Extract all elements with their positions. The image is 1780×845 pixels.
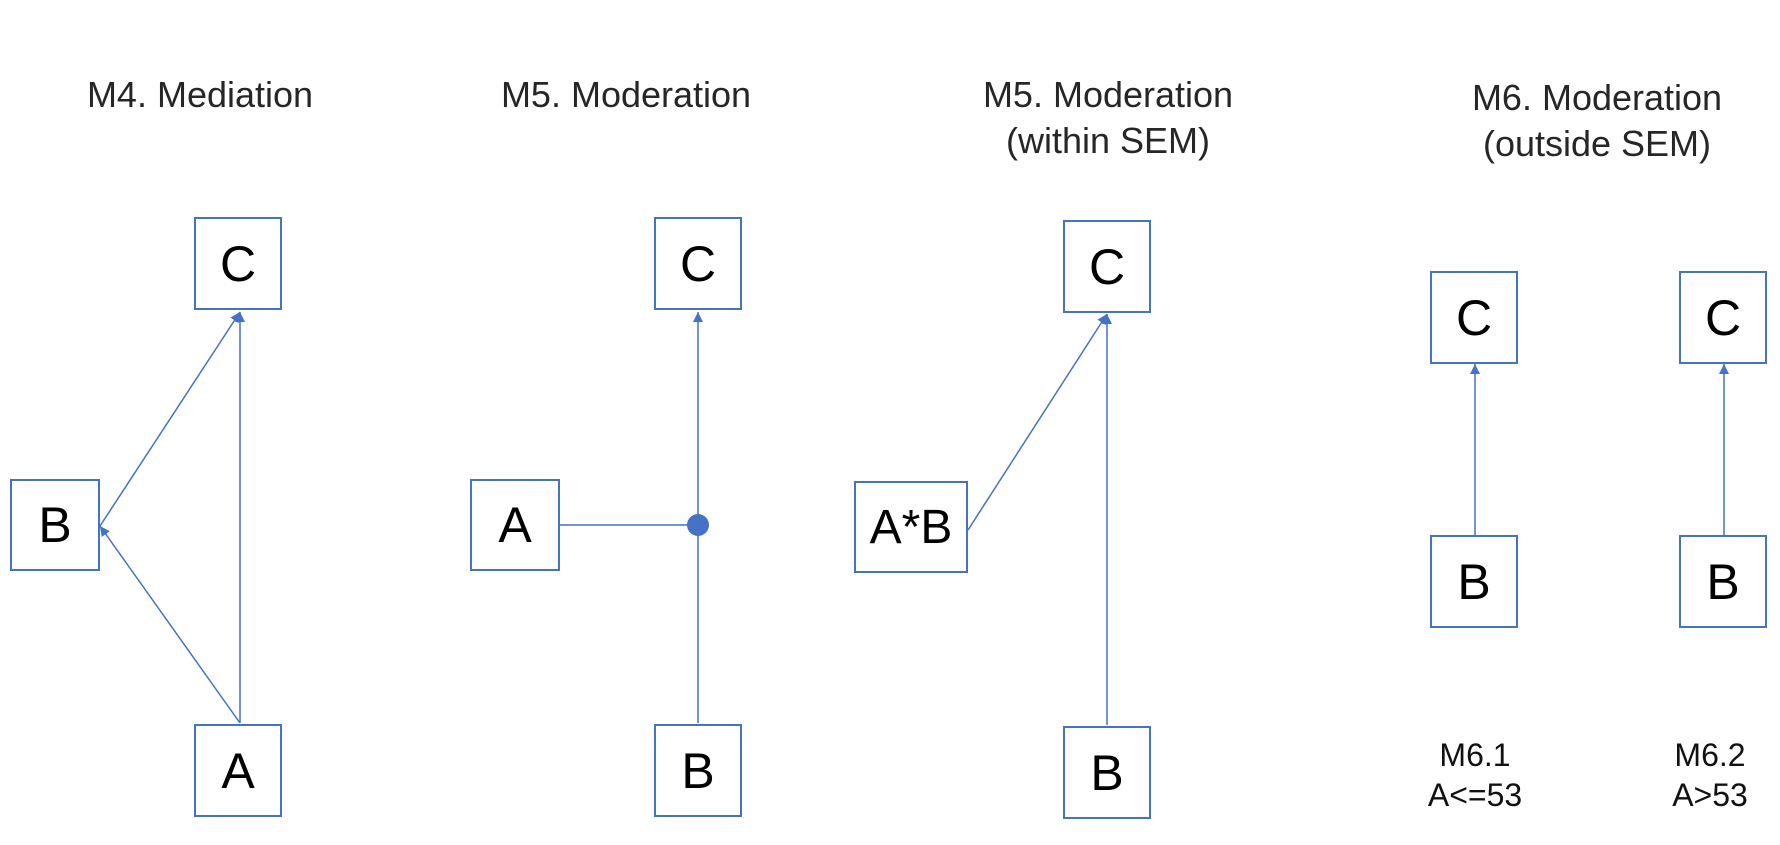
- m4-node-c: C: [194, 217, 282, 310]
- m6-title-line-1: M6. Moderation: [1471, 77, 1723, 118]
- m5-node-a: A: [470, 479, 560, 571]
- m6-title-line-2: (outside SEM): [1482, 123, 1712, 164]
- m6-1-caption-line-2: A<=53: [1427, 777, 1523, 813]
- m6-1-node-c: C: [1430, 271, 1518, 364]
- m4-edge-b-to-c: [99, 311, 241, 527]
- m5-sem-node-ab: A*B: [854, 481, 968, 573]
- m6-2-caption-line-1: M6.2: [1674, 737, 1746, 773]
- m6-2-caption: M6.2 A>53: [1645, 735, 1775, 815]
- m5-title: M5. Moderation: [466, 72, 786, 118]
- m6-1-caption-line-1: M6.1: [1439, 737, 1511, 773]
- m5-node-b: B: [654, 724, 742, 817]
- m6-2-caption-line-2: A>53: [1672, 777, 1748, 813]
- m4-edge-a-to-b: [99, 525, 241, 724]
- m5-sem-title-line-2: (within SEM): [1005, 120, 1211, 161]
- m6-1-caption: M6.1 A<=53: [1395, 735, 1555, 815]
- m6-2-node-b: B: [1679, 535, 1767, 628]
- m5-sem-title: M5. Moderation (within SEM): [948, 72, 1268, 164]
- m5-sem-node-c: C: [1063, 220, 1151, 313]
- m5-title-line-1: M5. Moderation: [500, 74, 752, 115]
- m4-title-line-1: M4. Mediation: [86, 74, 314, 115]
- m4-node-a: A: [194, 724, 282, 817]
- m5-node-c: C: [654, 217, 742, 310]
- m6-title: M6. Moderation (outside SEM): [1437, 75, 1757, 167]
- m6-2-node-c: C: [1679, 271, 1767, 364]
- m4-title: M4. Mediation: [40, 72, 360, 118]
- m5-sem-title-line-1: M5. Moderation: [982, 74, 1234, 115]
- m6-1-node-b: B: [1430, 535, 1518, 628]
- m5-moderation-dot: [687, 514, 709, 536]
- m4-node-b: B: [10, 479, 100, 571]
- m5-sem-node-b: B: [1063, 726, 1151, 819]
- m5-sem-edge-ab-to-c: [967, 313, 1108, 531]
